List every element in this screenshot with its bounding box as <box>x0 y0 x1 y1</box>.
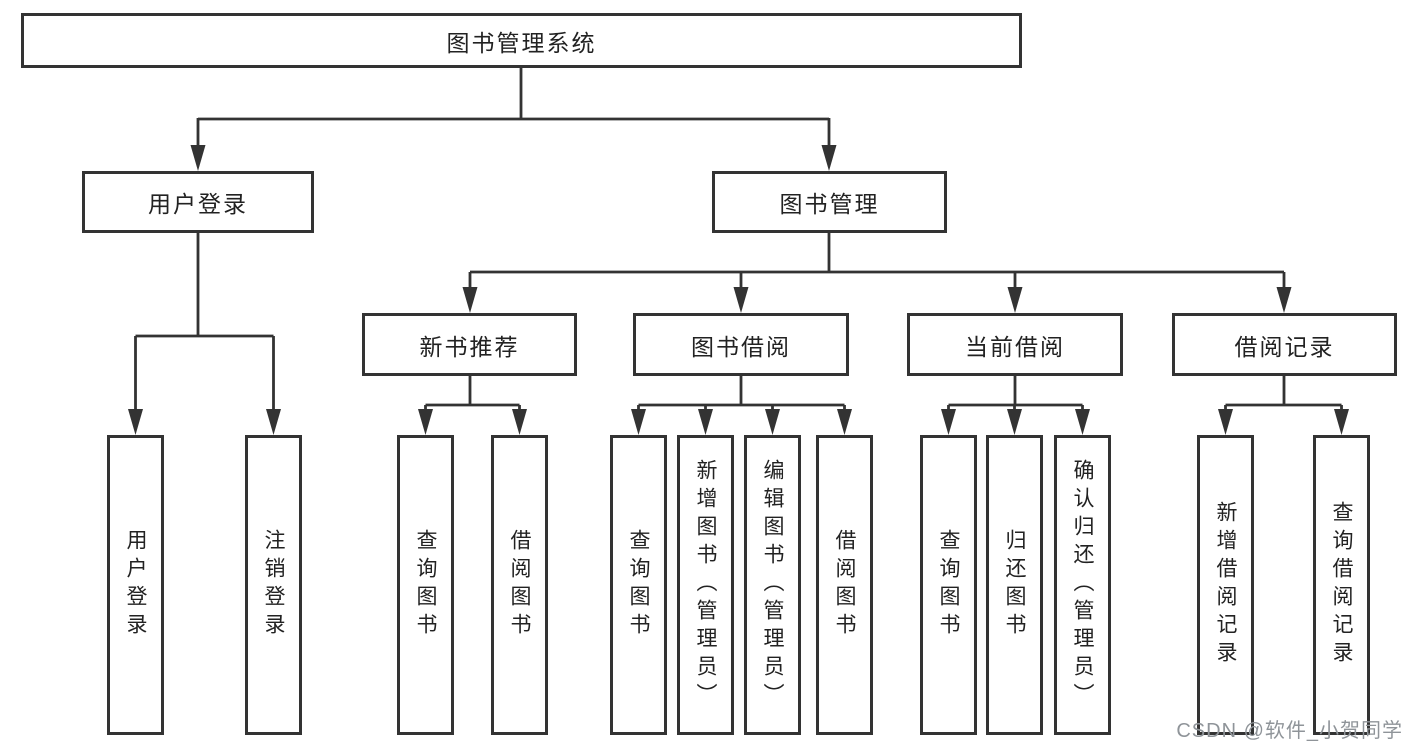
arrowheads <box>128 145 1349 435</box>
csdn-watermark: CSDN @软件_小贺同学 <box>1176 720 1403 742</box>
node-book-borrowing: 图书借阅 <box>633 313 849 376</box>
node-root: 图书管理系统 <box>21 13 1022 68</box>
node-book-management: 图书管理 <box>712 171 947 233</box>
leaf-cb-return-books: 归还图书 <box>986 435 1043 735</box>
leaf-br-query-record: 查询借阅记录 <box>1313 435 1370 735</box>
leaf-cb-confirm-return-admin: 确认归还（管理员） <box>1054 435 1111 735</box>
leaf-br-add-record: 新增借阅记录 <box>1197 435 1254 735</box>
leaf-cb-query-books: 查询图书 <box>920 435 977 735</box>
leaf-bb-edit-books-admin: 编辑图书（管理员） <box>744 435 801 735</box>
leaf-bb-add-books-admin: 新增图书（管理员） <box>677 435 734 735</box>
leaf-bb-borrow-books: 借阅图书 <box>816 435 873 735</box>
node-new-book-recommend: 新书推荐 <box>362 313 577 376</box>
node-borrowing-records: 借阅记录 <box>1172 313 1397 376</box>
leaf-user-login: 用户登录 <box>107 435 164 735</box>
node-user-login: 用户登录 <box>82 171 314 233</box>
leaf-nbr-query-books: 查询图书 <box>397 435 454 735</box>
leaf-bb-query-books: 查询图书 <box>610 435 667 735</box>
leaf-logout-login: 注销登录 <box>245 435 302 735</box>
leaf-nbr-borrow-books: 借阅图书 <box>491 435 548 735</box>
node-current-borrowing: 当前借阅 <box>907 313 1123 376</box>
